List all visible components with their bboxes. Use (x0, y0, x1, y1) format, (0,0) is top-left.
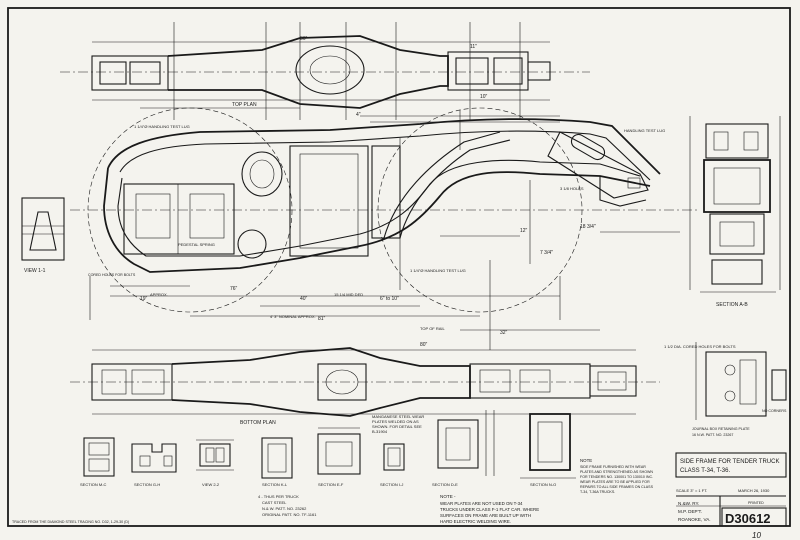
scale-label: SCALE 3" = 1 FT. (676, 488, 707, 493)
dimension: 12" (520, 228, 528, 234)
manganese-note-line: B-31904 (372, 429, 388, 434)
note-2-line: HARD ELECTRIC WELDING WIRE. (440, 519, 511, 524)
note-1-line: REPAIRS TO ALL SIDE FRAMES ON CLASS (580, 485, 654, 489)
lug-label-1: 1 1/4"Ø HANDLING TEST LUG (134, 124, 190, 129)
date-label: MARCH 26, 1930 (738, 488, 770, 493)
note-1-line: SIDE FRAME FURNISHED WITH WEAR (580, 465, 646, 469)
section-k-l-label: SECTION K-L (262, 482, 288, 487)
note-1-line: WEAR PLATES ARE TO BE APPLIED FOR (580, 480, 650, 484)
sheet-border (7, 7, 791, 527)
section-m-c-label: SECTION M-C (80, 482, 107, 487)
journal-plate-label: JOURNAL BOX RETAINING PLATE (692, 427, 750, 431)
note-2-line: TRUCKS UNDER CLASS F-1 FLAT CAR. WHERE (440, 507, 539, 512)
dia-cored-label: 1 1/2 DIA. CORED HOLES FOR BOLTS (664, 344, 736, 349)
pattern-no-1: N.& W. PATT. NO. 23262 (262, 506, 307, 511)
view-2-2-label: VIEW 2-2 (202, 482, 220, 487)
top-plan-view (60, 22, 590, 120)
dimension: 10" (480, 94, 488, 100)
journal-plate-shape (695, 342, 787, 420)
approx-label: APPROX. (150, 292, 168, 297)
dimension: 6" to 10" (380, 296, 399, 302)
company-line: ROANOKE, VA. (678, 517, 711, 522)
title-block (675, 452, 787, 527)
note-heading-2: NOTE - (440, 494, 456, 499)
page-mark: 10 (752, 531, 761, 540)
dim-4: 4" (356, 112, 361, 118)
section-i-j-label: SECTION I-J (380, 482, 403, 487)
text-layer: TOP PLAN BOTTOM PLAN VIEW 1-1 SECTION A-… (12, 36, 787, 540)
small-sections-row (83, 410, 576, 479)
dimension: 18 3/4" (580, 224, 596, 230)
note-1-line: FOR TENDERS NO. 130001 TO 130010 INC. (580, 475, 653, 479)
holes-label: 3 1/8 HOLES (560, 186, 584, 191)
side-elevation-view (70, 107, 700, 350)
pedestal-spring-label: PEDESTAL SPRING (178, 242, 215, 247)
dim-11: 11" (470, 44, 477, 50)
title-line: CLASS T-34, T-36. (680, 468, 730, 474)
drawing-number: D30612 (725, 511, 771, 526)
top-of-rail-label: TOP OF RAIL (420, 326, 446, 331)
nominal-approx-label: 4' 3" NOMINAL APPROX. (270, 314, 316, 319)
top-plan-label: TOP PLAN (232, 102, 257, 108)
note-1-line: T-34, T-36A TRUCKS. (580, 490, 615, 494)
dimension: 76" (230, 286, 238, 292)
note-1-line: PLATES AND STRENGTHENED AS SHOWN (580, 470, 653, 474)
section-a-b-shape (689, 116, 781, 293)
lug-label-3: 1 1/4"Ø HANDLING TEST LUG (410, 268, 466, 273)
note-2-line: WEAR PLATES ARE NOT USED ON T-34 (440, 501, 523, 506)
journal-plate-patt: 16 N.W. PATT. NO. 23267 (692, 433, 733, 437)
view-1-1-label: VIEW 1-1 (24, 268, 46, 274)
view-1-1-shape (21, 197, 65, 261)
traced-note: TRACED FROM THE DIAMOND STEEL TRACING NO… (12, 520, 129, 524)
bottom-plan-view (70, 347, 660, 417)
bottom-plan-label: BOTTOM PLAN (240, 420, 276, 426)
manganese-note-line: MANGANESE STEEL WEAR (372, 414, 424, 419)
mid-ded-label: 15 1/4 MID DED (334, 292, 363, 297)
cast-steel: CAST STEEL (262, 500, 287, 505)
dimension: 32" (500, 330, 508, 336)
section-e-f-label: SECTION E-F (318, 482, 344, 487)
section-d-e-label: SECTION D-E (432, 482, 458, 487)
section-a-b-label: SECTION A-B (716, 302, 748, 308)
dimension: 7 3/4" (540, 250, 553, 256)
no-corners-label: NO CORNERS (762, 409, 787, 413)
printed-stamp: PRINTED (748, 501, 764, 505)
manganese-note-line: SHOWN. FOR DETAIL SEE (372, 424, 422, 429)
pattern-no-2: ORIGINAL PATT. NO. TF-1161 (262, 512, 317, 517)
company-line: M.P. DEP'T. (678, 509, 702, 514)
dimension: 19" (140, 296, 148, 302)
manganese-note-line: PLATES WELDED ON AS (372, 419, 419, 424)
section-g-h-label: SECTION G-H (134, 482, 160, 487)
note-2-line: SURFACES ON FRAME ARE BUILT UP WITH (440, 513, 531, 518)
title-line: SIDE FRAME FOR TENDER TRUCK (680, 459, 779, 465)
cored-holes-label: CORED HOLES FOR BOLTS (88, 273, 136, 277)
dimension: 80" (420, 342, 428, 348)
section-n-o-label: SECTION N-O (530, 482, 556, 487)
lug-label-2: HANDLING TEST LUG (624, 128, 665, 133)
four-per-truck: 4 - THUS PER TRUCK (258, 494, 299, 499)
note-heading-1: NOTE (580, 458, 592, 463)
company-line: N.&W. RY. (678, 501, 699, 506)
dimension: 86" (300, 36, 308, 42)
dimension: 40" (300, 296, 308, 302)
dimension: 81" (318, 316, 326, 322)
